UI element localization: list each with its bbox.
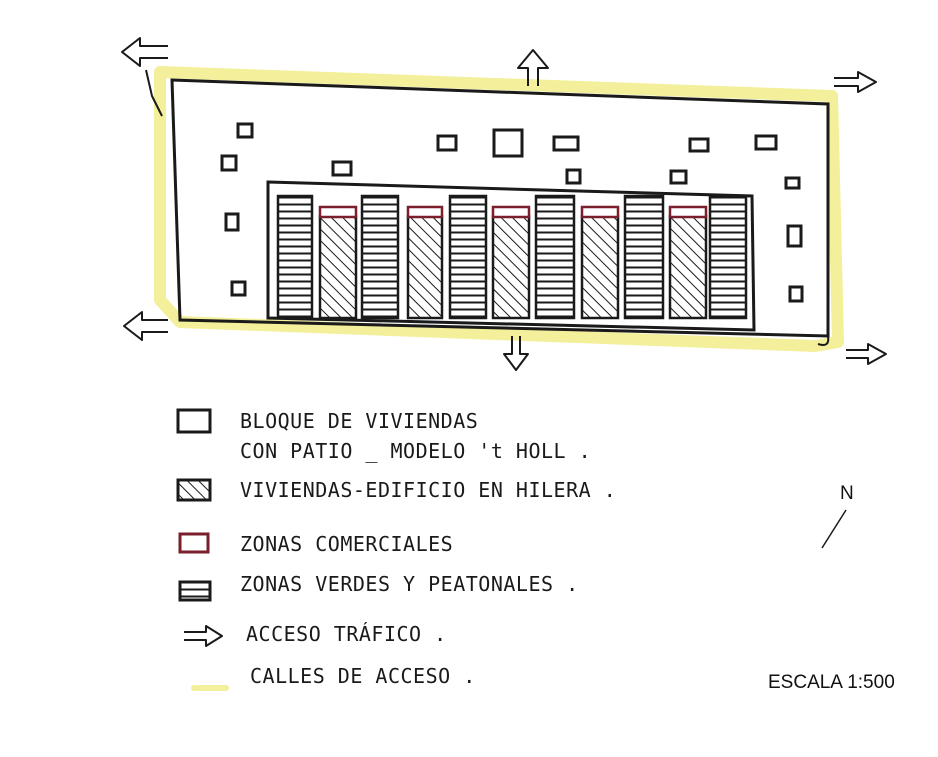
green-pedestrian-strip bbox=[708, 194, 748, 320]
housing-block bbox=[552, 135, 580, 152]
double-line-arrow-icon bbox=[503, 336, 529, 371]
commercial-zone bbox=[491, 205, 531, 219]
access-street-highlight bbox=[154, 66, 844, 352]
housing-block bbox=[220, 154, 238, 172]
commercial-zone bbox=[668, 205, 708, 219]
double-line-arrow-icon bbox=[121, 37, 168, 67]
legend-housing-label-1: BLOQUE DE VIVIENDAS bbox=[240, 409, 478, 433]
legend-commercial-label: ZONAS COMERCIALES bbox=[240, 532, 453, 556]
housing-block bbox=[565, 168, 582, 185]
scale-label: ESCALA 1:500 bbox=[768, 672, 895, 693]
green-pedestrian-strip bbox=[623, 194, 665, 320]
commercial-zone bbox=[318, 205, 358, 219]
legend-traffic-label: ACCESO TRÁFICO . bbox=[246, 622, 447, 646]
green-pedestrian-strip bbox=[276, 194, 314, 320]
row-housing-strip bbox=[491, 214, 531, 320]
housing-block bbox=[230, 280, 247, 297]
housing-block bbox=[436, 134, 458, 152]
double-line-arrow-icon bbox=[846, 343, 887, 365]
housing-block bbox=[331, 160, 353, 177]
housing-block bbox=[784, 176, 801, 190]
north-label: N bbox=[840, 483, 854, 504]
commercial-zone bbox=[580, 205, 620, 219]
arrow-tail-line bbox=[145, 69, 163, 117]
housing-block bbox=[224, 212, 240, 232]
legend-commercial-swatch bbox=[178, 532, 210, 554]
traffic-access-arrows bbox=[121, 37, 887, 371]
housing-block bbox=[492, 128, 524, 158]
legend-row-buildings-label: VIVIENDAS-EDIFICIO EN HILERA . bbox=[240, 478, 616, 502]
legend-row-buildings-swatch bbox=[176, 478, 212, 502]
legend: BLOQUE DE VIVIENDAS CON PATIO _ MODELO '… bbox=[176, 408, 616, 691]
legend-green-swatch bbox=[178, 580, 212, 602]
north-arrow-icon bbox=[821, 509, 847, 549]
housing-block bbox=[669, 169, 688, 185]
row-housing-strip bbox=[580, 214, 620, 320]
legend-green-label: ZONAS VERDES Y PEATONALES . bbox=[240, 572, 579, 596]
green-pedestrian-strip bbox=[534, 194, 576, 320]
green-pedestrian-strip bbox=[448, 194, 488, 320]
green-pedestrian-strip bbox=[360, 194, 400, 320]
double-line-arrow-icon bbox=[123, 311, 168, 341]
commercial-zone bbox=[406, 205, 444, 219]
legend-housing-label-2: CON PATIO _ MODELO 't HOLL . bbox=[240, 439, 591, 463]
housing-block bbox=[786, 224, 803, 248]
block-corner-curl bbox=[817, 335, 830, 346]
row-housing-strip bbox=[318, 214, 358, 320]
housing-block bbox=[688, 137, 710, 153]
double-line-arrow-icon bbox=[517, 49, 549, 86]
row-housing-strip bbox=[406, 214, 444, 320]
double-line-arrow-icon bbox=[184, 625, 223, 647]
row-housing-strip bbox=[668, 214, 708, 320]
row-building-area-outline bbox=[266, 180, 756, 332]
housing-block bbox=[754, 134, 778, 151]
double-line-arrow-icon bbox=[834, 71, 877, 93]
housing-block bbox=[788, 285, 804, 303]
legend-streets-label: CALLES DE ACCESO . bbox=[250, 664, 476, 688]
housing-block bbox=[236, 122, 254, 139]
housing-blocks bbox=[220, 122, 804, 303]
legend-housing-block-swatch bbox=[176, 408, 212, 434]
